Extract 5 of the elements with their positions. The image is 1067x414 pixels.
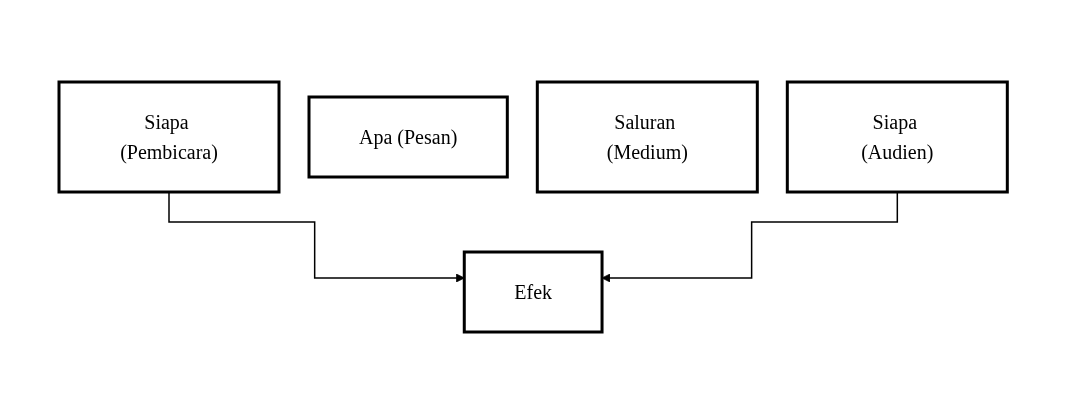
node-box: Siapa (Pembicara): [57, 80, 281, 194]
node-box: Apa (Pesan): [307, 95, 510, 179]
node-box: Saluran (Medium): [536, 80, 760, 194]
node-box: Siapa (Audien): [786, 80, 1010, 194]
node-box: Efek: [463, 250, 604, 334]
